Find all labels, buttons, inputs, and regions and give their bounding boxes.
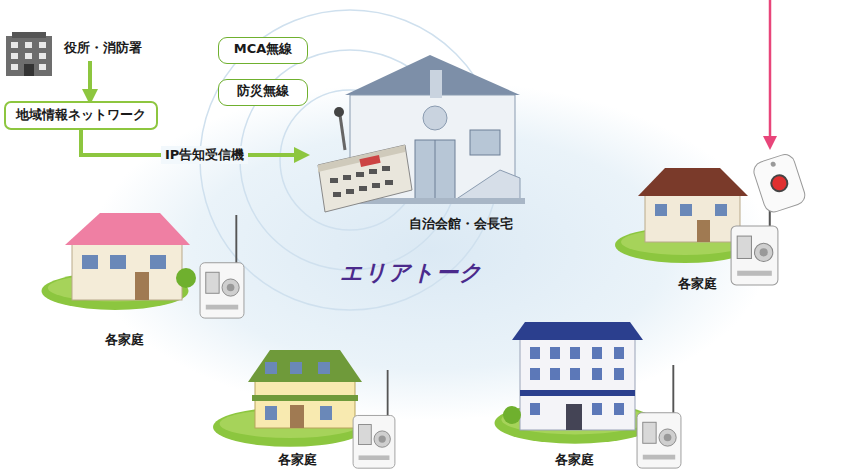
node-text: 地域情報ネットワーク [16,107,146,123]
office-label: 役所・消防署 [60,38,146,59]
node-text: 役所・消防署 [64,40,142,56]
edge-label: IP告知受信機 [161,146,248,164]
node-text: 防災無線 [231,83,295,99]
house-label: 各家庭 [278,451,317,469]
network-box: 地域情報ネットワーク [4,101,158,130]
house-label: 各家庭 [105,331,144,349]
flow-arrow [88,61,92,101]
radio-box: 防災無線 [218,79,308,106]
node-text: MCA無線 [231,41,295,57]
product-logo: エリアトーク [340,258,483,288]
node-text: 自治会館・会長宅 [409,216,513,232]
radio-box: MCA無線 [218,37,308,64]
hall-node: 自治会館・会長宅 [308,92,523,234]
house-label: 各家庭 [555,451,594,469]
house-label: 各家庭 [678,275,717,293]
